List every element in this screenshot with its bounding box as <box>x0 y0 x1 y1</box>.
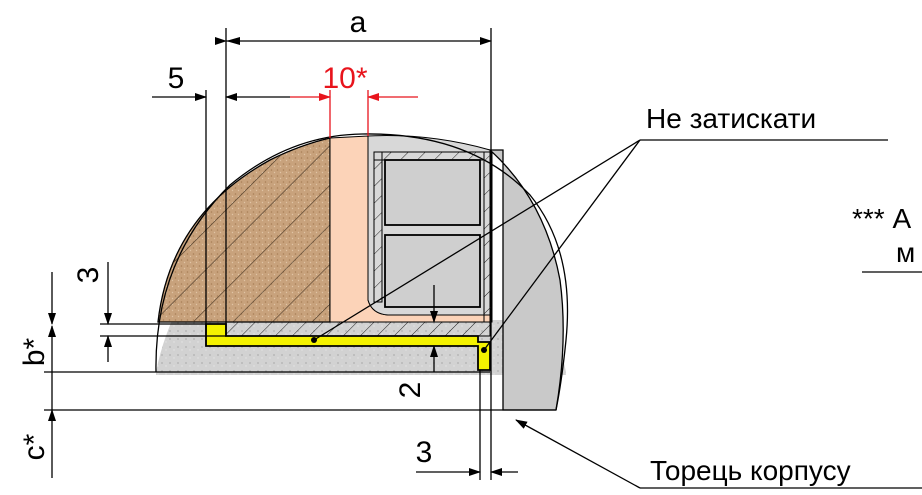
detail-circle-outline <box>155 133 569 411</box>
no-squeeze-leader-1 <box>313 139 641 341</box>
wood-hatch <box>158 138 330 322</box>
leader-dot-2 <box>481 347 487 353</box>
metal-bottom-strip <box>225 321 491 337</box>
dim-3-bottom-text: 3 <box>416 436 433 469</box>
glass-unit-bottom <box>384 234 481 308</box>
body-edge-leader <box>515 419 641 489</box>
metal-wall-top <box>373 151 485 161</box>
glass-unit-top <box>384 159 481 226</box>
no-squeeze-label: Не затискати <box>646 103 816 134</box>
dim-2-text: 2 <box>394 382 427 399</box>
dim-10-text: 10* <box>322 62 367 95</box>
note-stars: *** А <box>852 203 911 234</box>
dim-5-text: 5 <box>168 62 185 95</box>
metal-wall-left <box>373 151 383 303</box>
dim-b-text: b* <box>18 337 51 366</box>
dim-a-arrow-left <box>226 37 240 45</box>
note-line-2: м <box>896 237 915 268</box>
body-edge-label: Торець корпусу <box>650 455 851 486</box>
leader-dot-1 <box>311 337 317 343</box>
dim-a-text: a <box>350 6 367 39</box>
dim-3-left-text: 3 <box>72 267 105 284</box>
no-squeeze-leader-2 <box>483 139 641 351</box>
dim-c-text: c* <box>18 433 51 460</box>
